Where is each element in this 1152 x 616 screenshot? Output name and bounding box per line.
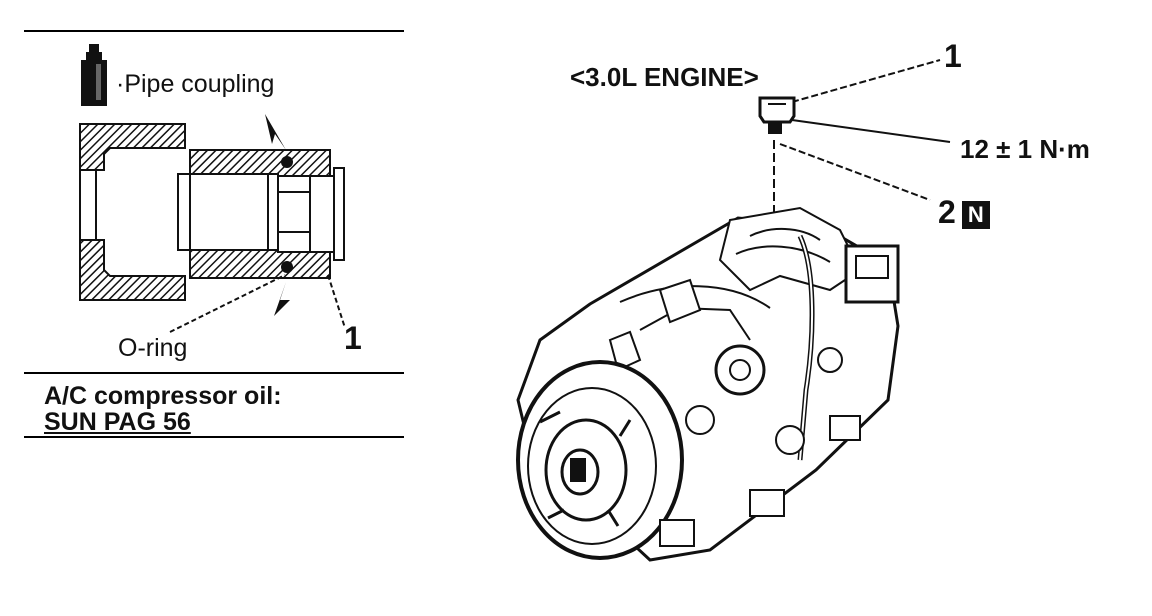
top-rule <box>24 30 404 32</box>
left-callout-1: 1 <box>344 320 362 356</box>
n-badge-icon: N <box>961 200 990 229</box>
o-ring-label: O-ring <box>118 334 188 362</box>
pipe-coupling-cross-section <box>79 114 346 333</box>
compressor-illustration <box>516 59 951 562</box>
right-callout-1: 1 <box>944 38 962 74</box>
oil-note-line1: A/C compressor oil: <box>44 382 282 410</box>
oil-note-line2: SUN PAG 56 <box>44 408 191 436</box>
oil-bottle-icon <box>81 44 107 106</box>
callout-2-number: 2 <box>938 194 956 230</box>
bottom-rule <box>24 436 404 438</box>
mid-rule <box>24 372 404 374</box>
pipe-coupling-label: ·Pipe coupling <box>116 70 275 98</box>
torque-label: 12 ± 1 N·m <box>960 134 1090 164</box>
engine-label: <3.0L ENGINE> <box>570 62 759 92</box>
